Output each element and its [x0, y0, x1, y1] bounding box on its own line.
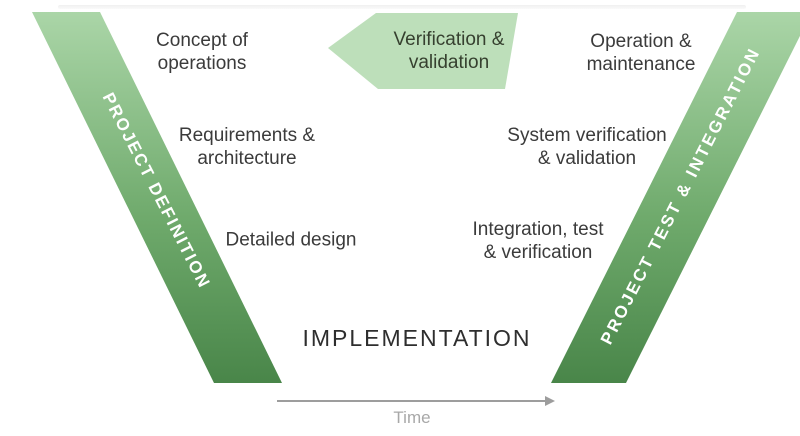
stage-label-verification-validation: Verification & validation — [393, 28, 505, 73]
stage-label-detailed-design: Detailed design — [225, 229, 357, 251]
stage-label-implementation: IMPLEMENTATION — [302, 324, 532, 351]
time-axis-line — [277, 400, 545, 402]
stage-label-requirements-architecture: Requirements & architecture — [178, 124, 316, 169]
time-axis-arrowhead-icon — [545, 396, 555, 406]
stage-label-system-verification-validation: System verification & validation — [507, 124, 667, 169]
stage-label-concept-of-operations: Concept of operations — [156, 29, 248, 74]
stage-label-integration-test-verification: Integration, test & verification — [472, 218, 604, 263]
top-shadow-streak — [58, 5, 746, 9]
time-axis-label: Time — [393, 408, 431, 427]
stage-label-operation-maintenance: Operation & maintenance — [586, 30, 696, 75]
